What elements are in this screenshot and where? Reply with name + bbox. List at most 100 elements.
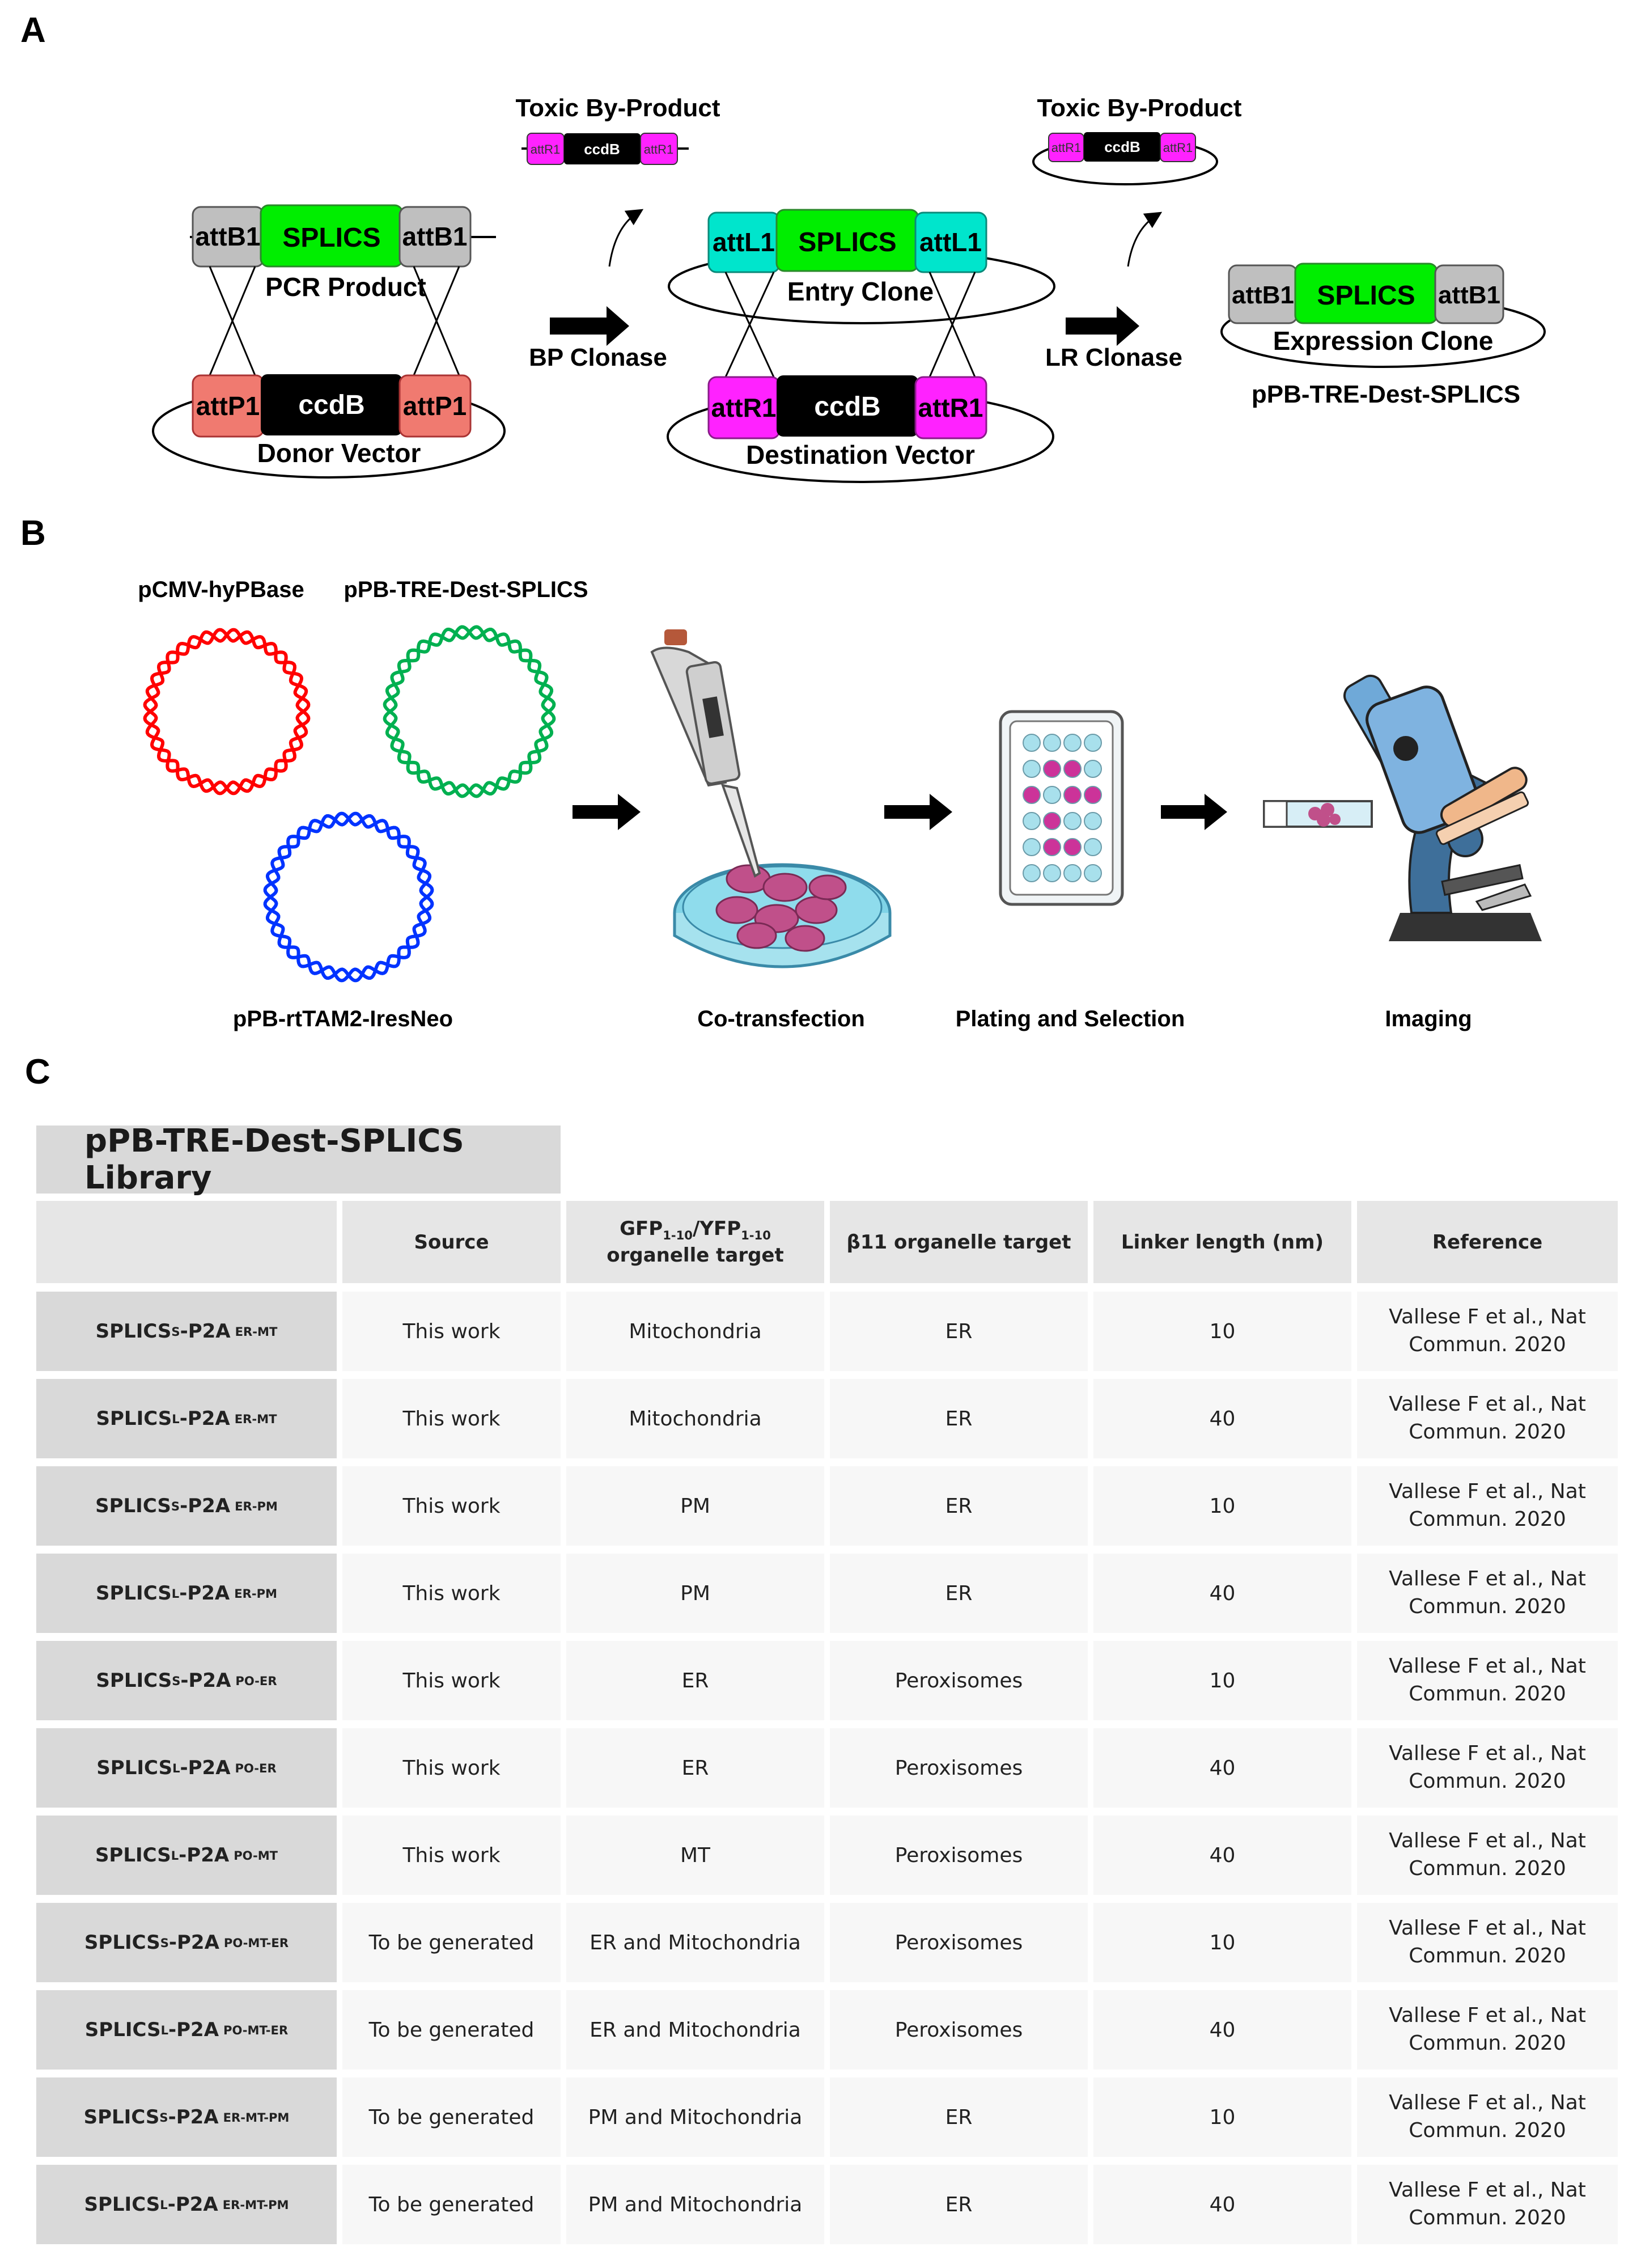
toxic1-attR1-left-text: attR1 (531, 142, 561, 156)
well (1063, 812, 1082, 830)
table-header-row: Source GFP1-10/YFP1-10 organelle target … (36, 1201, 1623, 1283)
source-cell: This work (342, 1292, 561, 1371)
gfp-target-cell: PM and Mitochondria (566, 2077, 824, 2157)
donor-attP1-right (398, 374, 472, 438)
pcr-product-label: PCR Product (265, 272, 426, 302)
source-cell: To be generated (342, 1990, 561, 2070)
donor-ccdB (261, 374, 402, 435)
well (1084, 734, 1102, 752)
dest-ccdB-text: ccdB (814, 392, 880, 422)
cross-line (209, 266, 256, 376)
b11-target-cell: ER (830, 1379, 1088, 1458)
gfp-target-cell: Mitochondria (566, 1379, 824, 1458)
gfp-target-cell: PM and Mitochondria (566, 2165, 824, 2244)
linker-cell: 40 (1093, 1816, 1351, 1895)
toxic2-attR1-right-text: attR1 (1163, 141, 1193, 155)
expression-clone-label: Expression Clone (1273, 326, 1494, 356)
expr-splics-text: SPLICS (1317, 281, 1415, 311)
panel-label-b: B (20, 514, 46, 553)
linker-cell: 40 (1093, 1990, 1351, 2070)
header-blank (36, 1201, 337, 1283)
header-gfp-line2: organelle target (607, 1244, 784, 1267)
pipette-petri-dish-icon (650, 629, 892, 968)
microscope-icon (1343, 674, 1542, 941)
entry-attL1-left-text: attL1 (713, 227, 775, 257)
source-cell: This work (342, 1379, 561, 1458)
toxic2-attR1-left-text: attR1 (1051, 141, 1082, 155)
workflow-arrow-2 (884, 794, 952, 830)
well (1084, 786, 1102, 804)
donor-attP1-right-text: attP1 (403, 391, 467, 421)
well (1043, 786, 1061, 804)
well (1043, 838, 1061, 856)
toxic1-attR1-right (640, 133, 678, 165)
entry-attL1-right-text: attL1 (919, 227, 982, 257)
lr-curved-arrow (1127, 211, 1163, 267)
entry-attL1-right (914, 211, 987, 273)
well-plate-icon (999, 710, 1124, 906)
gfp-target-cell: PM (566, 1466, 824, 1546)
source-cell: This work (342, 1466, 561, 1546)
well (1023, 760, 1041, 778)
toxic1-ccdB-text: ccdB (584, 141, 620, 158)
linker-cell: 10 (1093, 1292, 1351, 1371)
well (1084, 864, 1102, 882)
toxic-byproduct-1-label: Toxic By-Product (515, 94, 720, 122)
linker-cell: 10 (1093, 1466, 1351, 1546)
header-b11-target: β11 organelle target (830, 1201, 1088, 1283)
well (1084, 760, 1102, 778)
step-imaging-label: Imaging (1385, 1006, 1472, 1031)
cross-line (724, 272, 775, 378)
well (1063, 838, 1082, 856)
gfp-target-cell: ER (566, 1728, 824, 1808)
expr-attB1-left-text: attB1 (1232, 281, 1294, 309)
helix-strand (383, 625, 556, 798)
header-linker: Linker length (nm) (1093, 1201, 1351, 1283)
expr-attB1-right-text: attB1 (1438, 281, 1500, 309)
plasmid-green-icon (383, 625, 556, 798)
well (1063, 760, 1082, 778)
well (1043, 864, 1061, 882)
panel-label-a: A (20, 11, 46, 50)
library-title: pPB-TRE-Dest-SPLICS Library (36, 1123, 561, 1196)
dest-ccdB (777, 375, 918, 437)
helix-strand (143, 628, 311, 796)
bp-curved-arrow (608, 209, 644, 267)
destination-vector-label: Destination Vector (746, 440, 975, 469)
bp-arrow (550, 306, 629, 346)
header-gfp-target: GFP1-10/YFP1-10 organelle target (566, 1201, 824, 1283)
well (1023, 812, 1041, 830)
gfp-target-cell: MT (566, 1816, 824, 1895)
entry-clone-label: Entry Clone (787, 277, 934, 306)
well (1023, 864, 1041, 882)
cross-line (928, 272, 976, 378)
source-cell: This work (342, 1816, 561, 1895)
b11-target-cell: Peroxisomes (830, 1903, 1088, 1982)
source-cell: This work (342, 1554, 561, 1633)
toxic1-ccdB (564, 133, 641, 164)
toxic2-ccdB-text: ccdB (1104, 138, 1140, 155)
b11-target-cell: ER (830, 1466, 1088, 1546)
plasmid-2-label: pPB-TRE-Dest-SPLICS (344, 577, 588, 602)
expr-attB1-right (1434, 264, 1504, 324)
plasmid-1-label: pCMV-hyPBase (138, 577, 304, 602)
step-cotransfection-label: Co-transfection (697, 1006, 865, 1031)
